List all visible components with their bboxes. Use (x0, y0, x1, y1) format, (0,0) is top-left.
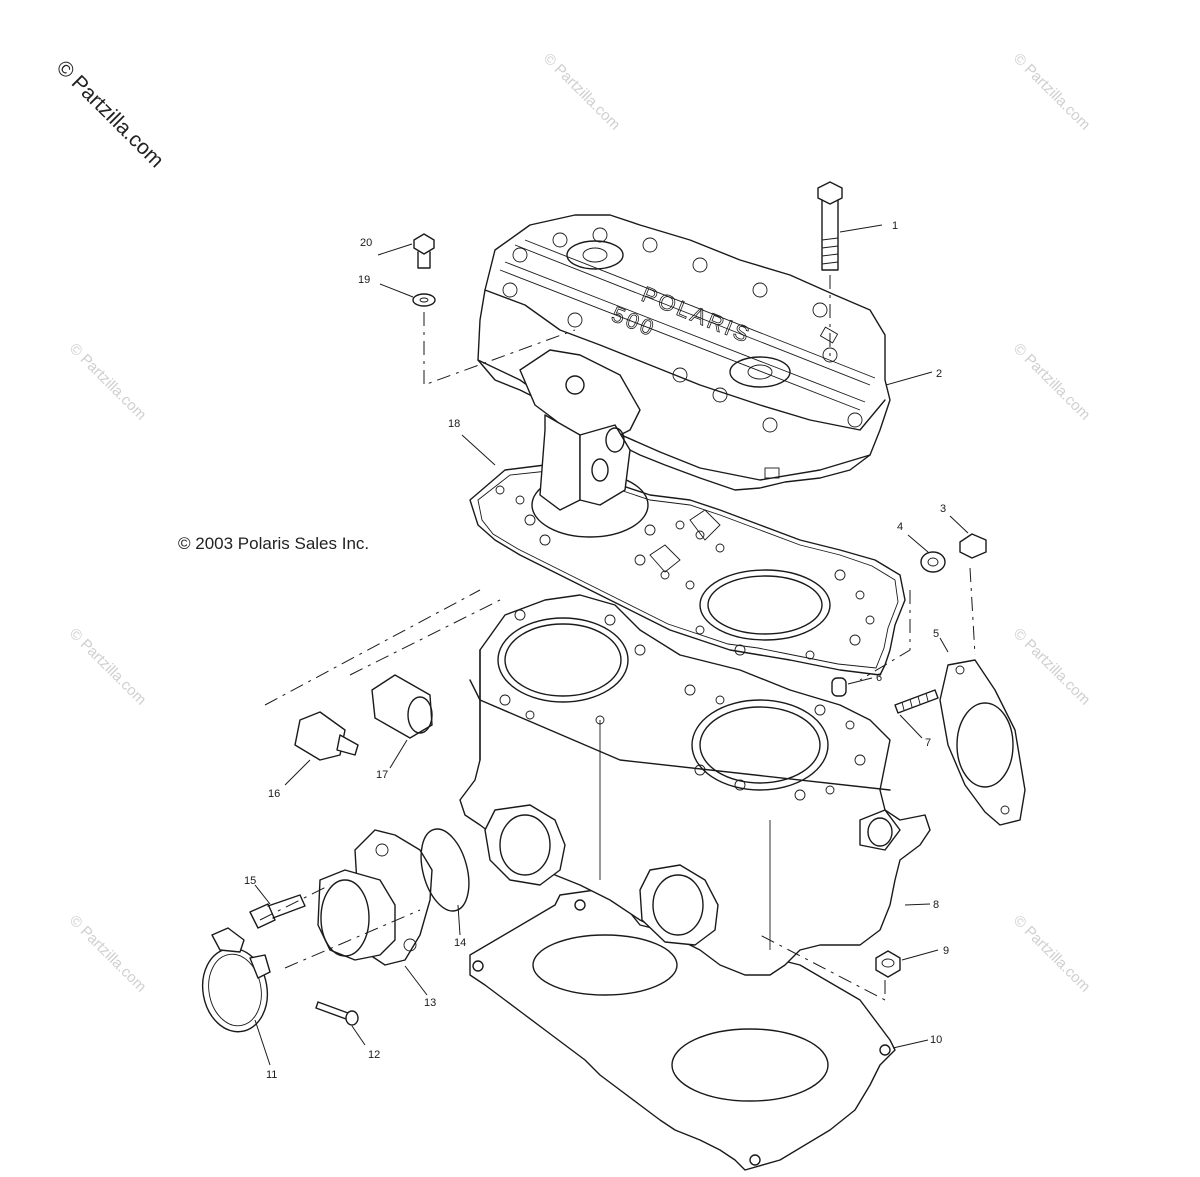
washer-4 (920, 551, 946, 573)
washer-19 (412, 293, 436, 307)
callout-16: 16 (268, 788, 280, 800)
copyright-notice: © 2003 Polaris Sales Inc. (178, 534, 370, 553)
temperature-sensor-16 (294, 711, 359, 761)
head-gasket-18 (469, 464, 906, 676)
cylinder-block-8 (459, 594, 931, 976)
callout-18: 18 (448, 418, 460, 430)
fitting-17 (371, 674, 433, 739)
assembly-center-lines (259, 275, 976, 1001)
callout-3: 3 (940, 503, 946, 515)
cylinder-head-2: POLARIS 500 (477, 214, 891, 511)
screw-3 (959, 533, 987, 559)
head-bolt-1 (817, 181, 843, 271)
callout-7: 7 (925, 737, 931, 749)
clamp-11 (201, 927, 271, 1033)
callout-15: 15 (244, 875, 256, 887)
callout-12: 12 (368, 1049, 380, 1061)
dowel-pin-6 (831, 677, 847, 697)
callout-6: 6 (876, 672, 882, 684)
callout-17: 17 (376, 769, 388, 781)
stud-7 (894, 689, 939, 714)
callout-14: 14 (454, 937, 466, 949)
o-ring-14 (420, 828, 470, 912)
callout-1: 1 (892, 220, 898, 232)
callout-labels: 1 2 3 4 5 6 7 8 9 10 11 12 13 14 15 16 1… (244, 220, 949, 1081)
callout-13: 13 (424, 997, 436, 1009)
exhaust-flange-13 (317, 829, 433, 966)
callout-9: 9 (943, 945, 949, 957)
callout-8: 8 (933, 899, 939, 911)
bolt-15 (249, 894, 306, 929)
callout-20: 20 (360, 237, 372, 249)
callout-11: 11 (266, 1069, 277, 1081)
exhaust-gasket-5 (939, 659, 1026, 826)
callout-5: 5 (933, 628, 939, 640)
callout-10: 10 (930, 1034, 942, 1046)
callout-2: 2 (936, 368, 942, 380)
callout-19: 19 (358, 274, 370, 286)
screw-20 (413, 233, 435, 269)
screw-12 (315, 1001, 359, 1026)
nut-9 (875, 950, 901, 978)
callout-4: 4 (897, 521, 903, 533)
leader-lines (254, 224, 969, 1066)
